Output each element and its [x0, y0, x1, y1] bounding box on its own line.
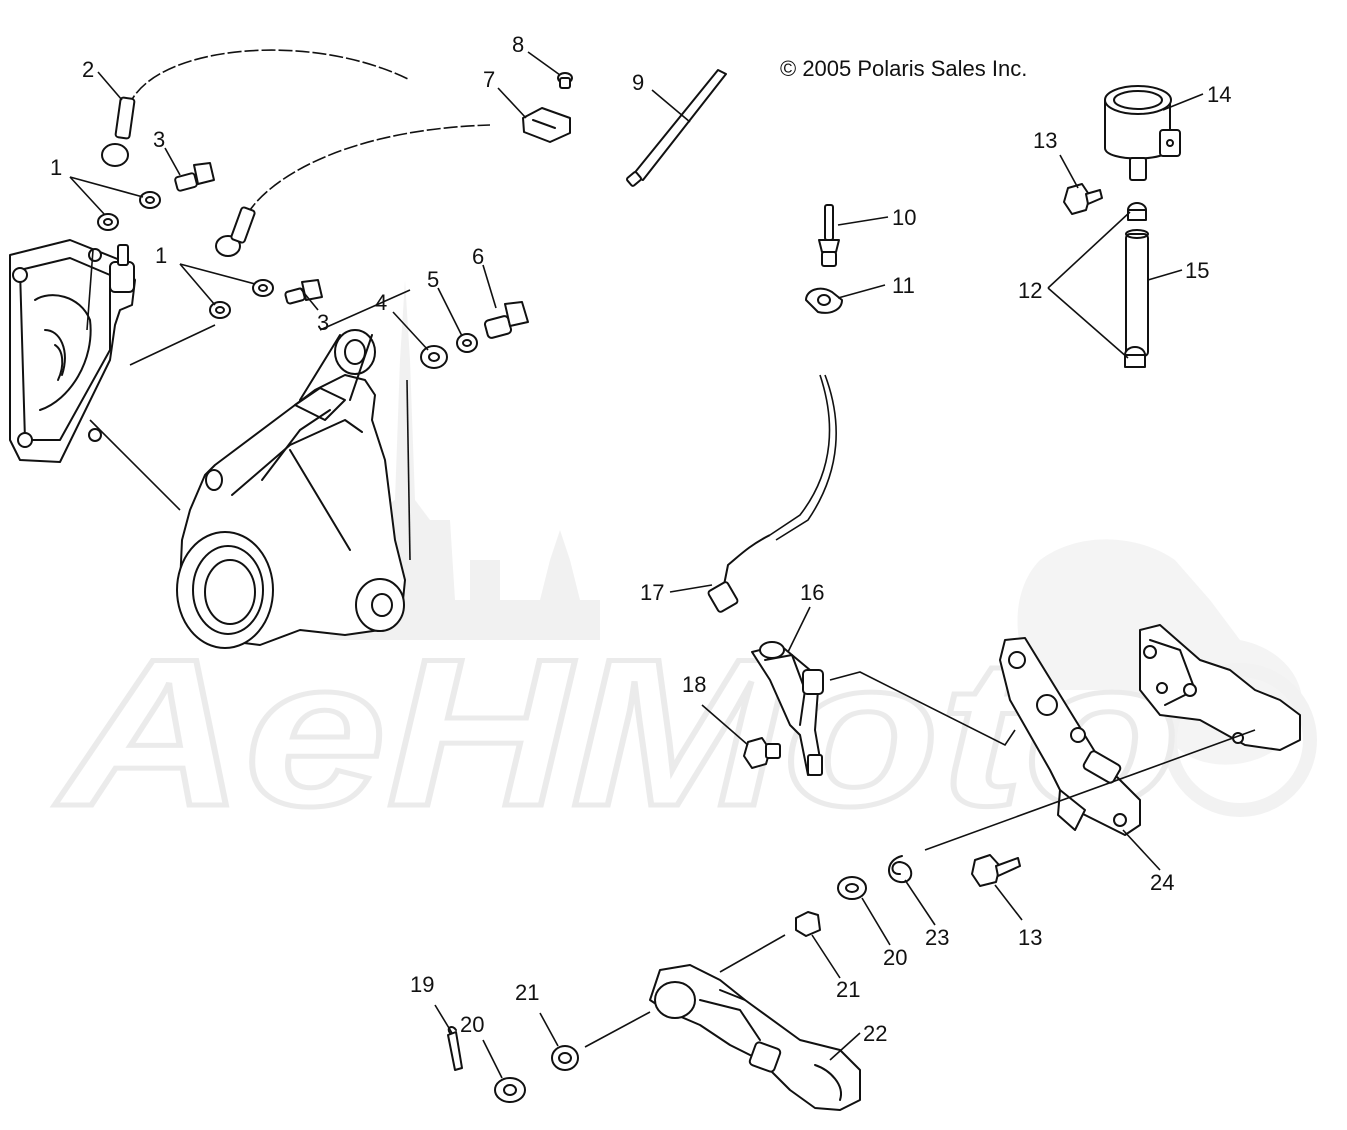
- callout-10: 10: [892, 205, 916, 230]
- callout-16: 16: [800, 580, 824, 605]
- copyright-notice: © 2005 Polaris Sales Inc.: [780, 56, 1027, 81]
- parts-4-5-6-axle-hardware: [420, 301, 529, 369]
- brake-reservoir-assembly: [1063, 85, 1181, 368]
- part-2-banjo-fitting: [101, 96, 256, 257]
- callout-23: 23: [925, 925, 949, 950]
- callout-24: 24: [1150, 870, 1174, 895]
- callout-20b: 20: [883, 945, 907, 970]
- assembly-lines: [86, 249, 1256, 1048]
- callout-11: 11: [892, 273, 915, 298]
- callout-20a: 20: [460, 1012, 484, 1037]
- parts-7-8-9: [522, 69, 727, 187]
- callout-1b: 1: [155, 243, 167, 268]
- callout-3a: 3: [153, 127, 165, 152]
- part-24-mounting-bracket: [999, 624, 1301, 836]
- callout-22: 22: [863, 1021, 887, 1046]
- callout-labels: 1 1 2 3 3 4 5 6 7 8 9 10 11 12 13 13 14 …: [50, 32, 1231, 1046]
- master-cylinder-assembly: [707, 534, 824, 776]
- callout-1a: 1: [50, 155, 62, 180]
- callout-8: 8: [512, 32, 524, 57]
- part-3-banjo-bolts: [174, 162, 323, 305]
- callout-13b: 13: [1018, 925, 1042, 950]
- callout-2: 2: [82, 57, 94, 82]
- callout-15: 15: [1185, 258, 1209, 283]
- callout-3b: 3: [317, 310, 329, 335]
- callout-leaders: [69, 51, 1204, 1079]
- callout-18: 18: [682, 672, 706, 697]
- callout-14: 14: [1207, 82, 1231, 107]
- parts-10-11: [805, 204, 843, 314]
- callout-9: 9: [632, 70, 644, 95]
- callout-21a: 21: [515, 980, 539, 1005]
- part-1-washers: [97, 191, 274, 319]
- callout-5: 5: [427, 267, 439, 292]
- brake-caliper: [9, 239, 136, 463]
- callout-21b: 21: [836, 977, 860, 1002]
- callout-17: 17: [640, 580, 664, 605]
- callout-6: 6: [472, 244, 484, 269]
- callout-4: 4: [375, 290, 387, 315]
- callout-19: 19: [410, 972, 434, 997]
- callout-7: 7: [483, 67, 495, 92]
- brake-pedal-assembly: [447, 854, 1021, 1111]
- callout-13a: 13: [1033, 128, 1057, 153]
- watermark-text: AeHMoto: [54, 615, 1180, 850]
- swingarm-hub-carrier: [176, 329, 406, 649]
- callout-12: 12: [1018, 278, 1042, 303]
